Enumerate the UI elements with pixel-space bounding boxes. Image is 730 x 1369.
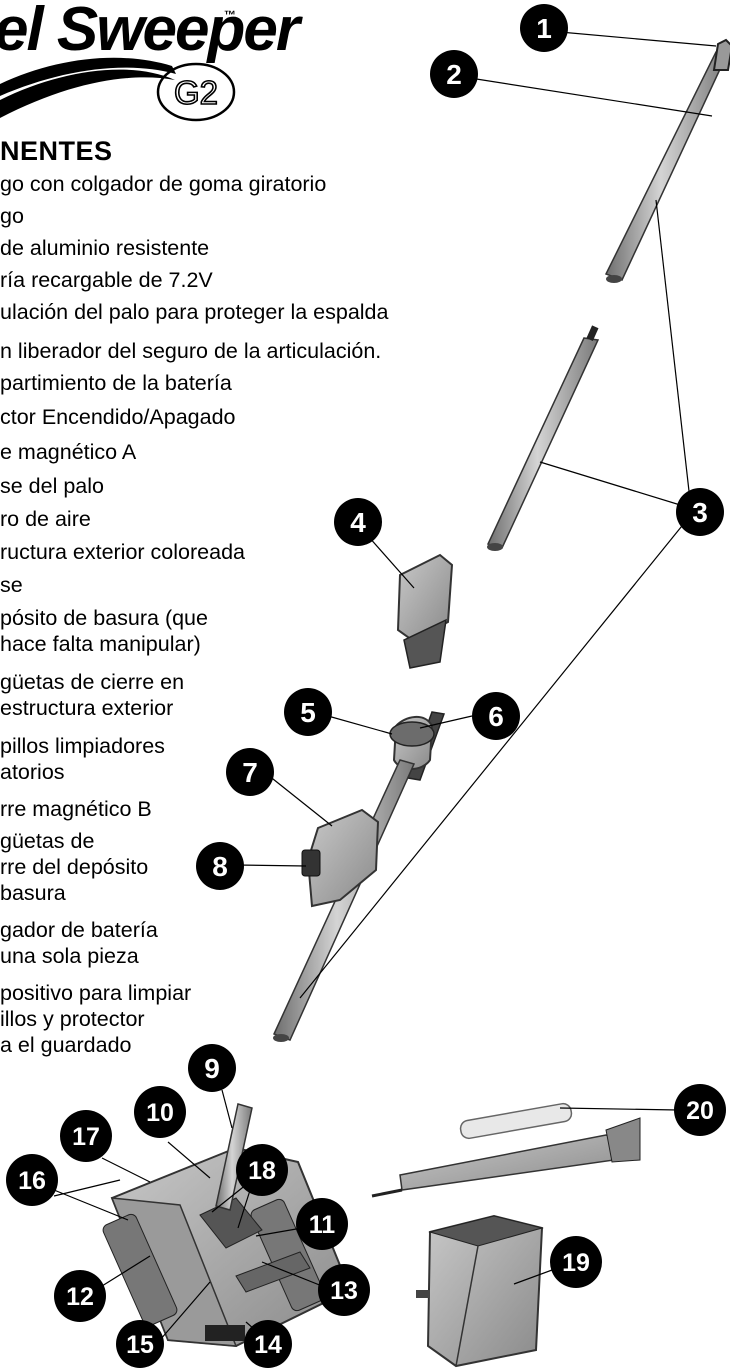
callout-7: 7	[226, 748, 274, 796]
part-line: güetas de	[0, 829, 95, 853]
part-line: ulación del palo para proteger la espald…	[0, 300, 389, 324]
part-line: güetas de cierre en	[0, 670, 185, 694]
part-line: go	[0, 204, 24, 228]
part-line: de aluminio resistente	[0, 236, 210, 260]
logo-model: G2	[174, 74, 218, 111]
battery-pack	[396, 553, 454, 669]
part-line: ctor Encendido/Apagado	[0, 405, 236, 429]
part-line: ría recargable de 7.2V	[0, 268, 213, 292]
part-line: ructura exterior coloreada	[0, 540, 245, 564]
callout-12: 12	[54, 1270, 106, 1322]
svg-text:18: 18	[248, 1157, 276, 1185]
callout-13: 13	[318, 1264, 370, 1316]
part-line: pósito de basura (que	[0, 606, 208, 630]
callout-3: 3	[676, 488, 724, 536]
callout-20: 20	[674, 1084, 726, 1136]
callout-16: 16	[6, 1154, 58, 1206]
svg-text:14: 14	[254, 1331, 282, 1359]
part-line: pillos limpiadores	[0, 734, 165, 758]
svg-text:10: 10	[146, 1099, 174, 1127]
cleaning-tool	[371, 1102, 641, 1198]
svg-text:8: 8	[212, 851, 228, 882]
sweeper-base	[102, 1103, 352, 1348]
logo-wordmark: el Sweeper	[0, 0, 300, 64]
lower-pole-assembly	[272, 711, 446, 1042]
callout-15: 15	[116, 1320, 164, 1368]
brand-logo: el Sweeper ™ G2	[0, 0, 300, 130]
callout-11: 11	[296, 1198, 348, 1250]
part-line: se del palo	[0, 474, 104, 498]
svg-text:19: 19	[562, 1249, 590, 1277]
part-line: a el guardado	[0, 1033, 132, 1057]
svg-text:12: 12	[66, 1283, 94, 1311]
svg-text:6: 6	[488, 701, 504, 732]
part-line: rre del depósito	[0, 855, 149, 879]
part-line: se	[0, 573, 23, 597]
part-line: partimiento de la batería	[0, 371, 232, 395]
part-line: rre magnético B	[0, 797, 152, 821]
callout-19: 19	[550, 1236, 602, 1288]
part-line: atorios	[0, 760, 65, 784]
part-line: go con colgador de goma giratorio	[0, 172, 327, 196]
middle-pole	[486, 325, 600, 551]
callout-8: 8	[196, 842, 244, 890]
callout-14: 14	[244, 1320, 292, 1368]
part-line: gador de batería	[0, 918, 158, 942]
svg-text:16: 16	[18, 1167, 46, 1195]
callout-10: 10	[134, 1086, 186, 1138]
svg-text:4: 4	[350, 507, 366, 538]
svg-text:17: 17	[72, 1123, 100, 1151]
callout-2: 2	[430, 50, 478, 98]
section-heading: NENTES	[0, 136, 113, 166]
part-line: hace falta manipular)	[0, 632, 201, 656]
part-line: basura	[0, 881, 66, 905]
part-line: illos y protector	[0, 1007, 145, 1031]
callout-5: 5	[284, 688, 332, 736]
svg-text:9: 9	[204, 1053, 220, 1084]
logo-trademark: ™	[224, 8, 236, 22]
upper-handle	[604, 38, 730, 283]
callout-4: 4	[334, 498, 382, 546]
part-line: positivo para limpiar	[0, 981, 192, 1005]
part-line: e magnético A	[0, 440, 137, 464]
svg-text:13: 13	[330, 1277, 358, 1305]
callout-9: 9	[188, 1044, 236, 1092]
part-line: n liberador del seguro de la articulació…	[0, 339, 382, 363]
callout-6: 6	[472, 692, 520, 740]
callout-17: 17	[60, 1110, 112, 1162]
svg-text:3: 3	[692, 497, 708, 528]
callout-1: 1	[520, 4, 568, 52]
svg-text:1: 1	[536, 13, 552, 44]
svg-text:5: 5	[300, 697, 316, 728]
battery-charger	[416, 1214, 544, 1368]
svg-text:2: 2	[446, 59, 462, 90]
callout-lines	[53, 31, 717, 1341]
callout-18: 18	[236, 1144, 288, 1196]
part-line: ro de aire	[0, 507, 91, 531]
svg-text:11: 11	[309, 1211, 336, 1239]
svg-text:15: 15	[126, 1331, 154, 1359]
svg-text:7: 7	[242, 757, 258, 788]
svg-text:20: 20	[686, 1097, 714, 1125]
logo-swoosh-graphic: G2	[0, 57, 236, 122]
part-line: estructura exterior	[0, 696, 174, 720]
part-line: una sola pieza	[0, 944, 139, 968]
